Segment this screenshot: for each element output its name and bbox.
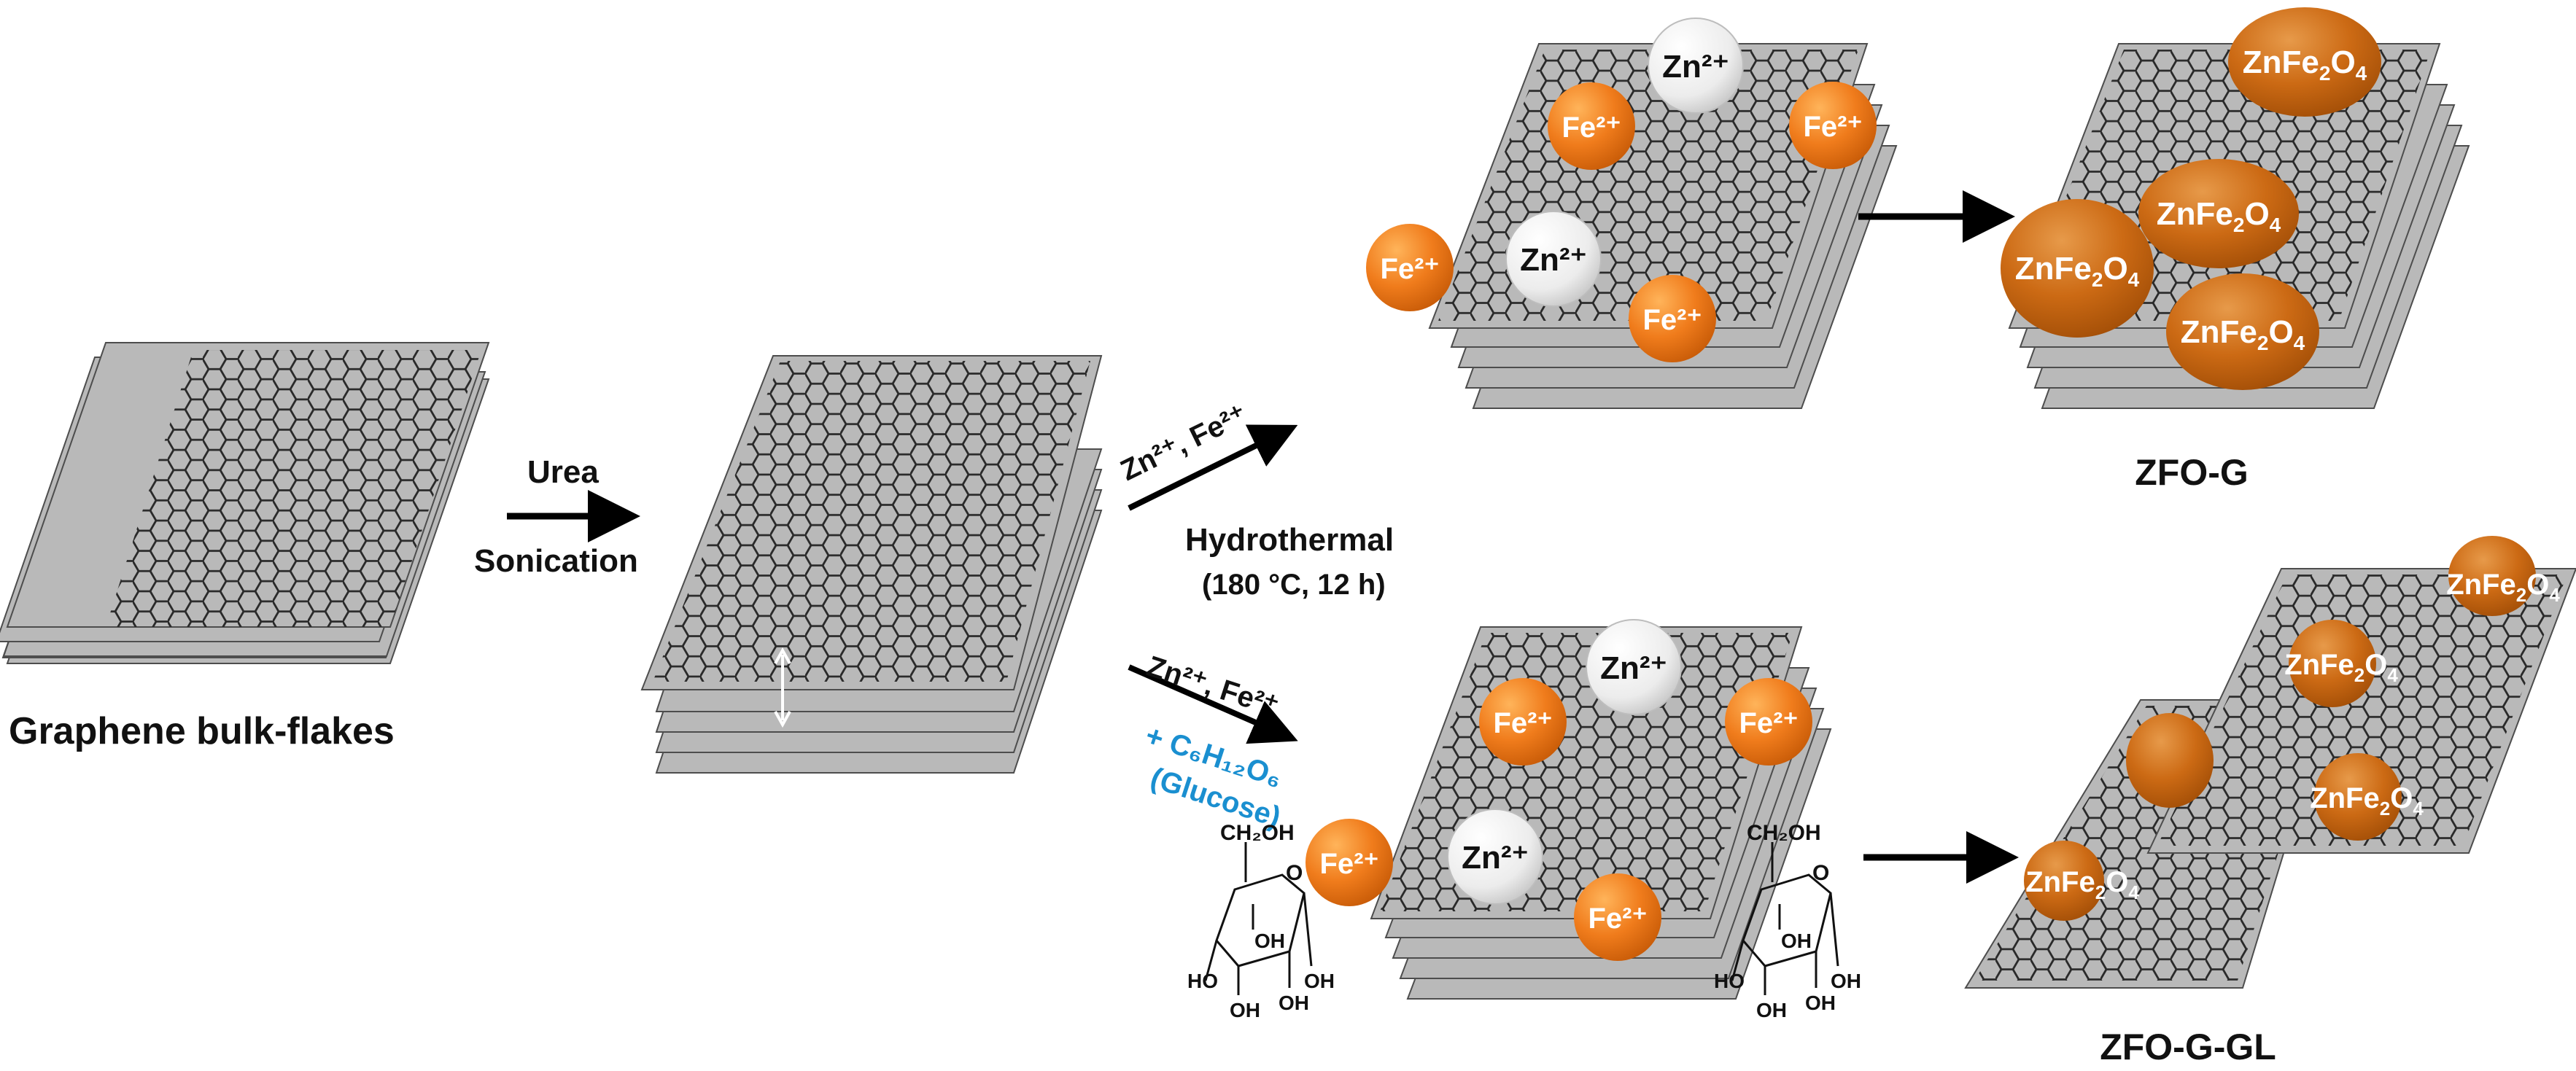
zfo-g-gl-sheets — [1964, 568, 2576, 989]
svg-text:ZnFe2O4: ZnFe2O4 — [2181, 314, 2305, 354]
graphene-bulk-stack — [0, 342, 490, 664]
graphene-label: Graphene bulk-flakes — [9, 710, 395, 752]
zinc-ferrite-particle: ZnFe2O4 — [2001, 199, 2154, 338]
zinc-ferrite-particle: ZnFe2O4 — [2446, 536, 2560, 616]
zinc-ferrite-particle — [2126, 713, 2214, 808]
zinc-ferrite-particle: ZnFe2O4 — [2024, 841, 2139, 921]
svg-text:ZnFe2O4: ZnFe2O4 — [2446, 569, 2560, 606]
svg-text:Fe²⁺: Fe²⁺ — [1803, 111, 1862, 143]
layer-spacing-arrow — [774, 647, 791, 728]
svg-text:HO: HO — [1714, 970, 1745, 992]
fe-ion: Fe²⁺ — [1789, 82, 1877, 169]
reaction-arrow-bottom — [1128, 664, 1298, 744]
svg-text:O: O — [1286, 861, 1303, 885]
reagents-bottom-label: Zn²⁺, Fe²⁺ — [1143, 650, 1282, 723]
svg-text:Zn²⁺: Zn²⁺ — [1520, 242, 1587, 278]
svg-text:ZnFe2O4: ZnFe2O4 — [2025, 866, 2139, 903]
svg-text:OH: OH — [1304, 970, 1335, 992]
urea-label: Urea — [527, 454, 599, 490]
sonication-label: Sonication — [474, 543, 638, 579]
svg-text:ZnFe2O4: ZnFe2O4 — [2310, 782, 2424, 819]
zn-ion: Zn²⁺ — [1648, 17, 1744, 114]
svg-text:Fe²⁺: Fe²⁺ — [1588, 903, 1647, 935]
svg-text:Zn²⁺: Zn²⁺ — [1600, 650, 1667, 686]
svg-text:ZnFe2O4: ZnFe2O4 — [2015, 251, 2140, 291]
fe-ion: Fe²⁺ — [1366, 224, 1454, 311]
zn-ion: Zn²⁺ — [1586, 619, 1682, 715]
svg-text:Fe²⁺: Fe²⁺ — [1739, 707, 1798, 739]
svg-text:Fe²⁺: Fe²⁺ — [1493, 707, 1552, 739]
zinc-ferrite-particle: ZnFe2O4 — [2284, 620, 2398, 707]
exfoliated-graphene-stack — [640, 355, 1103, 774]
fe-ion: Fe²⁺ — [1479, 678, 1567, 766]
fe-ion: Fe²⁺ — [1306, 819, 1393, 906]
svg-text:CH₂OH: CH₂OH — [1747, 821, 1821, 845]
glucose-structure: CH₂OH O OH OH OH HO OH — [1187, 821, 1335, 1021]
fe-ion: Fe²⁺ — [1725, 678, 1812, 766]
svg-text:Fe²⁺: Fe²⁺ — [1561, 112, 1621, 144]
conditions-label: (180 °C, 12 h) — [1202, 569, 1386, 601]
svg-text:ZnFe2O4: ZnFe2O4 — [2157, 196, 2281, 236]
fe-ion: Fe²⁺ — [1574, 873, 1661, 961]
svg-text:OH: OH — [1781, 930, 1812, 952]
svg-text:Fe²⁺: Fe²⁺ — [1380, 253, 1439, 285]
hydrothermal-label: Hydrothermal — [1185, 522, 1394, 558]
reaction-arrow-top — [1128, 424, 1298, 511]
svg-text:OH: OH — [1230, 999, 1260, 1021]
zn-ion: Zn²⁺ — [1505, 211, 1602, 307]
zinc-ferrite-particle: ZnFe2O4 — [2310, 753, 2424, 841]
svg-text:OH: OH — [1756, 999, 1787, 1021]
svg-text:Fe²⁺: Fe²⁺ — [1642, 304, 1702, 336]
svg-text:O: O — [1812, 861, 1829, 885]
reagents-top-label: Zn²⁺, Fe²⁺ — [1116, 399, 1252, 487]
fe-ion: Fe²⁺ — [1629, 275, 1716, 362]
svg-text:ZnFe2O4: ZnFe2O4 — [2284, 649, 2398, 686]
svg-text:Zn²⁺: Zn²⁺ — [1662, 49, 1729, 85]
zinc-ferrite-particle: ZnFe2O4 — [2228, 7, 2381, 117]
svg-text:Fe²⁺: Fe²⁺ — [1319, 848, 1378, 880]
product-zfo-g-label: ZFO-G — [2135, 452, 2249, 493]
zn-ion: Zn²⁺ — [1447, 809, 1543, 905]
product-zfo-g-gl-label: ZFO-G-GL — [2100, 1027, 2276, 1067]
svg-text:OH: OH — [1279, 992, 1309, 1014]
svg-text:ZnFe2O4: ZnFe2O4 — [2243, 44, 2367, 85]
zinc-ferrite-particle: ZnFe2O4 — [2138, 159, 2299, 268]
svg-text:OH: OH — [1831, 970, 1861, 992]
fe-ion: Fe²⁺ — [1548, 82, 1635, 170]
svg-text:OH: OH — [1805, 992, 1836, 1014]
svg-text:Zn²⁺: Zn²⁺ — [1462, 840, 1529, 876]
zinc-ferrite-particle: ZnFe2O4 — [2166, 273, 2319, 390]
svg-text:CH₂OH: CH₂OH — [1220, 821, 1295, 845]
svg-text:OH: OH — [1254, 930, 1285, 952]
svg-text:HO: HO — [1187, 970, 1218, 992]
glucose-structure: CH₂OH O OH OH OH HO OH — [1714, 821, 1861, 1021]
